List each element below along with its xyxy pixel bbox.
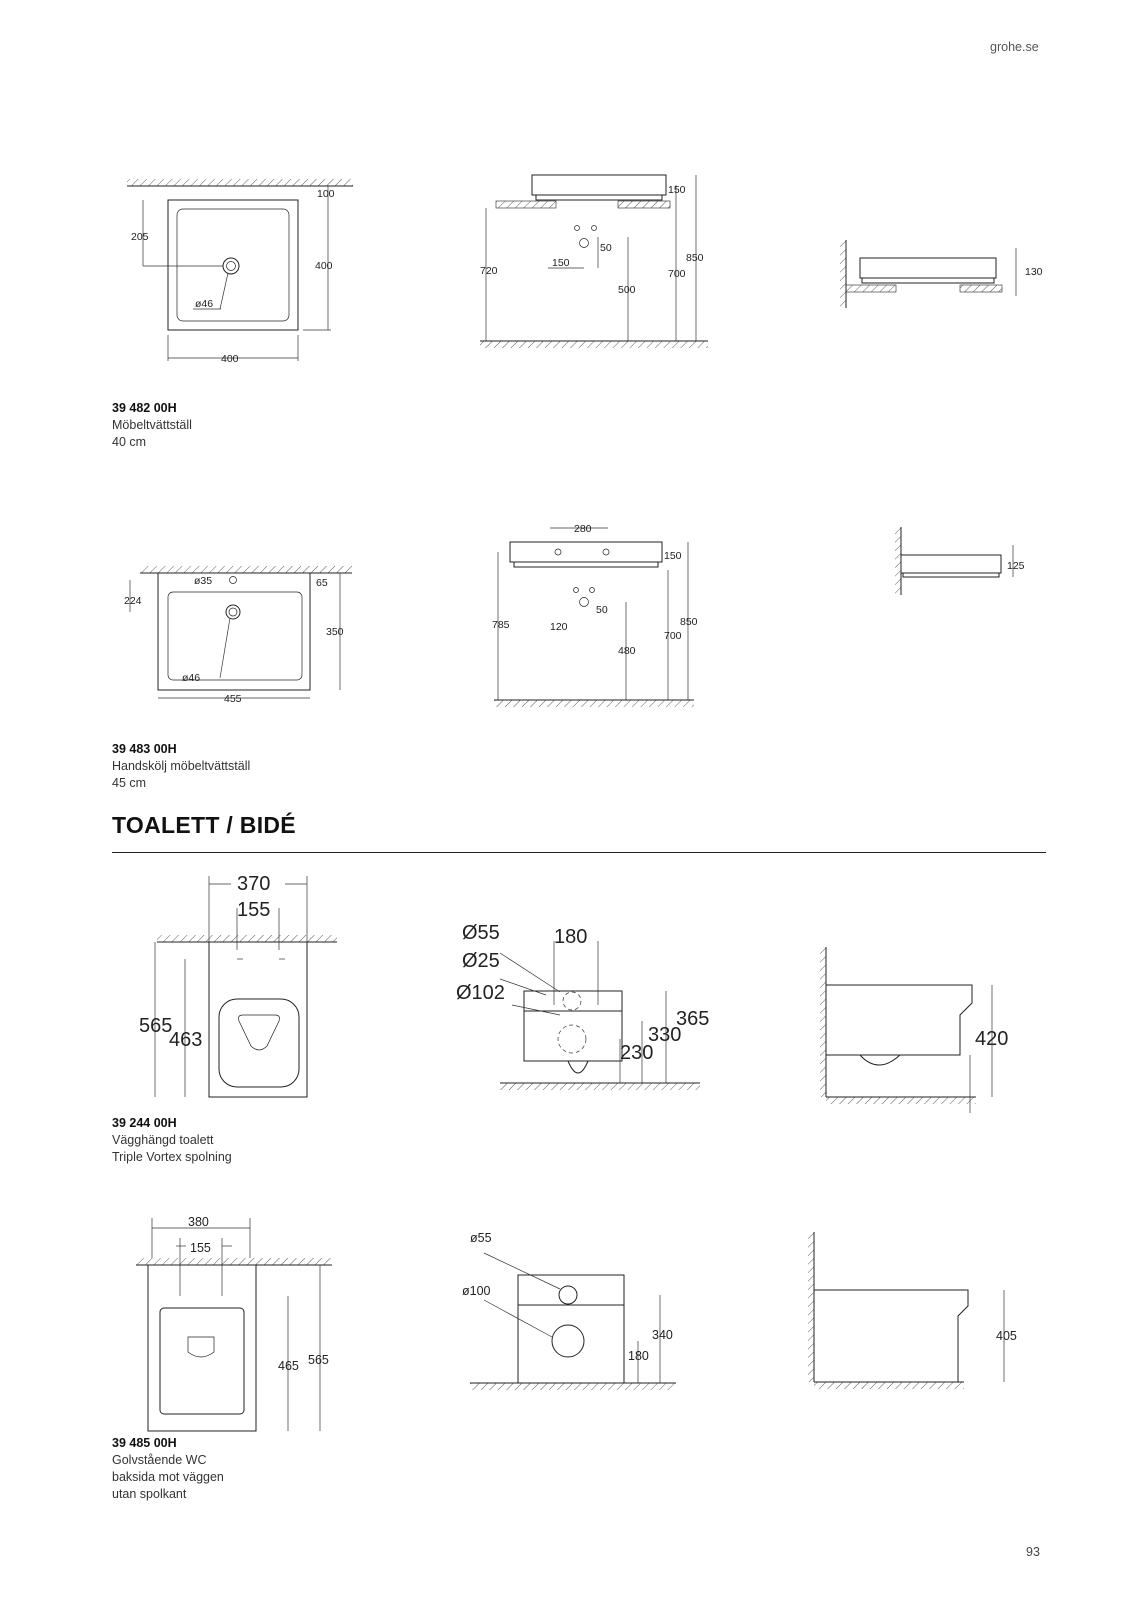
- product-caption: 39 244 00H Vägghängd toalett Triple Vort…: [112, 1115, 232, 1166]
- dim-label: ø46: [195, 298, 213, 310]
- product-desc: Triple Vortex spolning: [112, 1150, 232, 1164]
- dim-label: ø35: [194, 575, 212, 587]
- drawing-39244-top-view: 370 155 565 463: [139, 873, 337, 1098]
- dim-label: 180: [554, 926, 587, 948]
- dim-label: 400: [221, 353, 239, 365]
- dim-label: 155: [190, 1241, 211, 1255]
- dim-label: 50: [600, 242, 612, 254]
- dim-label: 420: [975, 1028, 1008, 1050]
- drawing-39483-top-view: 65 224 ø35 350 ø46 455: [124, 566, 352, 705]
- dim-label: 120: [550, 621, 568, 633]
- dim-label: 224: [124, 595, 142, 607]
- dim-label: 365: [676, 1008, 709, 1030]
- drawing-39485-top-view: 380 155 465 565: [136, 1215, 332, 1432]
- dim-label: 465: [278, 1359, 299, 1373]
- product-desc: 40 cm: [112, 435, 147, 449]
- product-code: 39 485 00H: [112, 1436, 177, 1450]
- dim-label: 150: [664, 550, 682, 562]
- dim-label: Ø102: [456, 982, 505, 1004]
- drawing-39483-side-view: 125: [895, 527, 1025, 595]
- dim-label: 565: [308, 1353, 329, 1367]
- dim-label: 100: [317, 188, 335, 200]
- dim-label: ø55: [470, 1231, 492, 1245]
- section-title: TOALETT / BIDÉ: [112, 812, 296, 838]
- drawing-39485-front-view: ø55 ø100 340 180: [462, 1231, 676, 1390]
- product-desc: baksida mot väggen: [112, 1470, 224, 1484]
- product-code: 39 244 00H: [112, 1116, 177, 1130]
- dim-label: 700: [664, 630, 682, 642]
- drawing-39482-top-view: 100 205 400 ø46 400: [127, 179, 353, 365]
- product-code: 39 482 00H: [112, 401, 177, 415]
- dim-label: 405: [996, 1329, 1017, 1343]
- product-code: 39 483 00H: [112, 742, 177, 756]
- drawing-39244-front-view: Ø55 180 Ø25 Ø102 365 330 230: [456, 922, 709, 1090]
- drawing-39482-front-view: 150 720 850 700 50 150 500: [480, 174, 708, 348]
- section-divider: [112, 852, 1046, 853]
- product-caption: 39 485 00H Golvstående WC baksida mot vä…: [112, 1435, 224, 1503]
- product-caption: 39 482 00H Möbeltvättställ 40 cm: [112, 400, 192, 451]
- dim-label: 330: [648, 1024, 681, 1046]
- dim-label: 370: [237, 873, 270, 895]
- drawing-39483-front-view: 280 150 785 850 700 50 120 480: [492, 523, 698, 707]
- product-desc: Golvstående WC: [112, 1453, 207, 1467]
- dim-label: 785: [492, 619, 510, 631]
- dim-label: Ø25: [462, 950, 500, 972]
- dim-label: 230: [620, 1042, 653, 1064]
- drawing-39244-side-view: 420: [820, 947, 1008, 1113]
- site-url: grohe.se: [990, 40, 1039, 54]
- page-number: 93: [1026, 1545, 1040, 1559]
- product-caption: 39 483 00H Handskölj möbeltvättställ 45 …: [112, 741, 250, 792]
- product-desc: utan spolkant: [112, 1487, 187, 1501]
- dim-label: 125: [1007, 560, 1025, 572]
- dim-label: 155: [237, 899, 270, 921]
- dim-label: 150: [668, 184, 686, 196]
- dim-label: 130: [1025, 266, 1043, 278]
- dim-label: 205: [131, 231, 149, 243]
- dim-label: 150: [552, 257, 570, 269]
- dim-label: 850: [680, 616, 698, 628]
- dim-label: Ø55: [462, 922, 500, 944]
- dim-label: 400: [315, 260, 333, 272]
- dim-label: 463: [169, 1029, 202, 1051]
- dim-label: ø46: [182, 672, 200, 684]
- dim-label: 500: [618, 284, 636, 296]
- dim-label: 350: [326, 626, 344, 638]
- product-desc: Vägghängd toalett: [112, 1133, 214, 1147]
- product-desc: 45 cm: [112, 776, 147, 790]
- dim-label: 380: [188, 1215, 209, 1229]
- dim-label: 565: [139, 1015, 172, 1037]
- dim-label: 720: [480, 265, 498, 277]
- drawing-39482-side-view: 130: [840, 240, 1043, 308]
- dim-label: 850: [686, 252, 704, 264]
- dim-label: 455: [224, 693, 242, 705]
- product-desc: Handskölj möbeltvättställ: [112, 759, 251, 773]
- dim-label: 700: [668, 268, 686, 280]
- dim-label: 50: [596, 604, 608, 616]
- dim-label: 65: [316, 577, 328, 589]
- dim-label: 340: [652, 1328, 673, 1342]
- dim-label: 280: [574, 523, 592, 535]
- drawing-39485-side-view: 405: [808, 1232, 1017, 1389]
- dim-label: 480: [618, 645, 636, 657]
- dim-label: ø100: [462, 1284, 491, 1298]
- product-desc: Möbeltvättställ: [112, 418, 192, 432]
- dim-label: 180: [628, 1349, 649, 1363]
